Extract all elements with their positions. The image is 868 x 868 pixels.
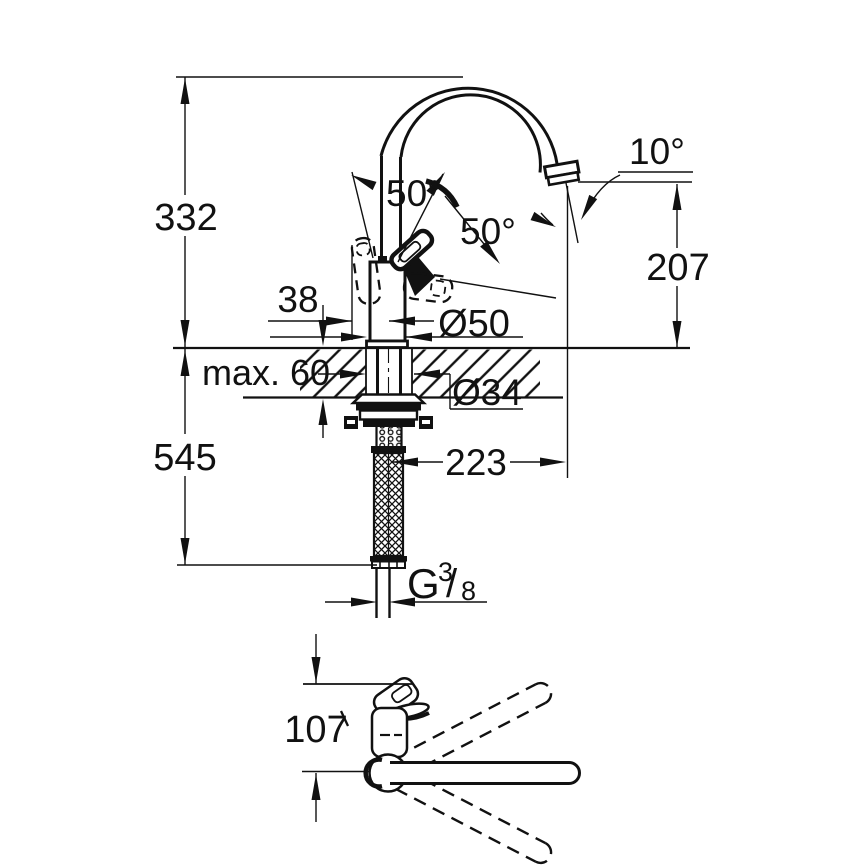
dimension-arrows [180,78,682,607]
thread-numerator: 3 [438,557,453,587]
dim-handle-angle-front: 50° [460,211,516,252]
dim-body-diameter: Ø50 [438,303,510,345]
top-view-dimension: 107 [284,634,412,822]
handle-front-position [402,271,454,304]
dim-outlet-angle: 10° [629,131,685,172]
dim-hose-length: 545 [153,437,216,479]
spout-arc [379,86,581,262]
faucet-body [365,256,409,349]
dim-spout-swivel-offset: 107 [284,709,347,751]
dim-handle-angle-back: 50° [386,173,442,214]
top-view-spout-arm [390,761,581,785]
thread-designation: G 3 / 8 [407,557,476,607]
dim-shank-diameter: Ø34 [452,372,522,413]
label-masks [150,195,712,480]
spout-nozzle [542,159,581,187]
thread-slash: / [446,562,458,606]
handle-back-position [350,236,382,306]
dim-height-above-deck: 332 [154,197,217,239]
dim-max-deck-thickness: max. 60 [202,352,330,393]
mounting-shank [344,347,433,453]
dim-outlet-height: 207 [646,247,709,289]
dimension-lines [176,76,693,603]
top-view: 107 [284,634,581,865]
front-view: 332 545 38 Ø50 max. 60 Ø34 223 207 10° 5… [150,76,712,618]
thread-denominator: 8 [461,576,476,606]
dim-handle-offset: 38 [277,279,318,320]
thread-letter: G [407,560,440,607]
supply-hose [370,451,407,618]
dim-spout-reach: 223 [445,442,507,483]
